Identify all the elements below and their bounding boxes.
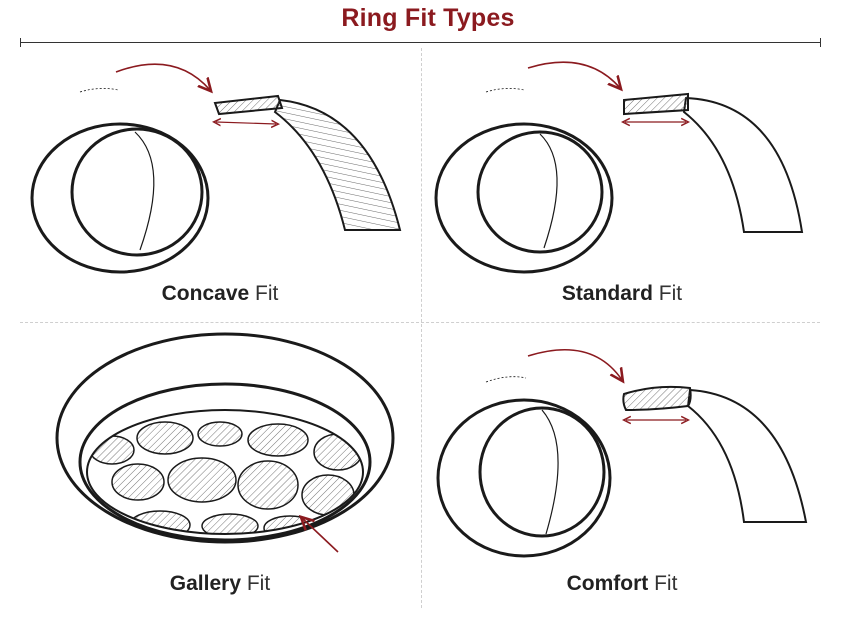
section-arrow bbox=[115, 63, 210, 90]
panel-concave-fit: Concave Fit bbox=[20, 50, 420, 330]
section-arrow bbox=[527, 349, 622, 380]
title-divider-right-tick bbox=[820, 38, 821, 47]
title-divider bbox=[20, 42, 820, 43]
concave-fit-diagram bbox=[30, 63, 402, 274]
fit-name-gallery: Gallery bbox=[169, 572, 242, 595]
ring-cut-marker bbox=[485, 376, 527, 383]
panel-gallery-fit: Gallery Fit bbox=[20, 330, 420, 610]
fit-suffix-standard: Fit bbox=[658, 282, 683, 305]
gallery-pointer-arrow bbox=[302, 518, 339, 553]
caption-standard-fit: Standard Fit bbox=[422, 282, 822, 306]
fit-suffix-gallery: Fit bbox=[246, 572, 271, 595]
ring-inner-depth-line bbox=[541, 409, 559, 535]
band-section-3d bbox=[273, 98, 402, 231]
band-profile-cross-section bbox=[622, 385, 692, 412]
ring-cut-marker bbox=[79, 88, 119, 93]
title-divider-left-tick bbox=[20, 38, 21, 47]
ring-inner-depth-line bbox=[134, 131, 155, 251]
grid-divider-vertical bbox=[421, 48, 422, 608]
caption-comfort-fit: Comfort Fit bbox=[422, 572, 822, 596]
band-profile-cross-section bbox=[213, 94, 284, 116]
grid-divider-horizontal bbox=[20, 322, 820, 323]
section-arrow bbox=[527, 61, 620, 88]
ring-cut-marker bbox=[485, 88, 525, 93]
panel-comfort-fit: Comfort Fit bbox=[422, 330, 822, 610]
fit-name-standard: Standard bbox=[561, 282, 653, 305]
band-section-3d bbox=[682, 96, 804, 233]
ring-inner-depth-line bbox=[539, 133, 558, 249]
gallery-fit-diagram bbox=[55, 332, 395, 553]
ring-inner-opening bbox=[476, 130, 604, 254]
fit-name-comfort: Comfort bbox=[566, 572, 649, 595]
ring-inner-opening bbox=[478, 406, 606, 538]
caption-gallery-fit: Gallery Fit bbox=[20, 572, 420, 596]
ring-inner-opening bbox=[70, 127, 204, 257]
fit-name-concave: Concave bbox=[161, 282, 250, 305]
standard-fit-diagram bbox=[434, 61, 804, 274]
comfort-fit-diagram bbox=[436, 349, 808, 558]
fit-suffix-concave: Fit bbox=[255, 282, 279, 305]
caption-concave-fit: Concave Fit bbox=[20, 282, 420, 306]
band-section-3d bbox=[686, 388, 808, 523]
ring-inner-surface bbox=[86, 409, 364, 535]
band-profile-cross-section bbox=[623, 92, 689, 116]
fit-suffix-comfort: Fit bbox=[654, 572, 678, 595]
panel-standard-fit: Standard Fit bbox=[422, 50, 822, 330]
page-title: Ring Fit Types bbox=[341, 4, 515, 32]
width-measure-arrow bbox=[216, 122, 276, 124]
